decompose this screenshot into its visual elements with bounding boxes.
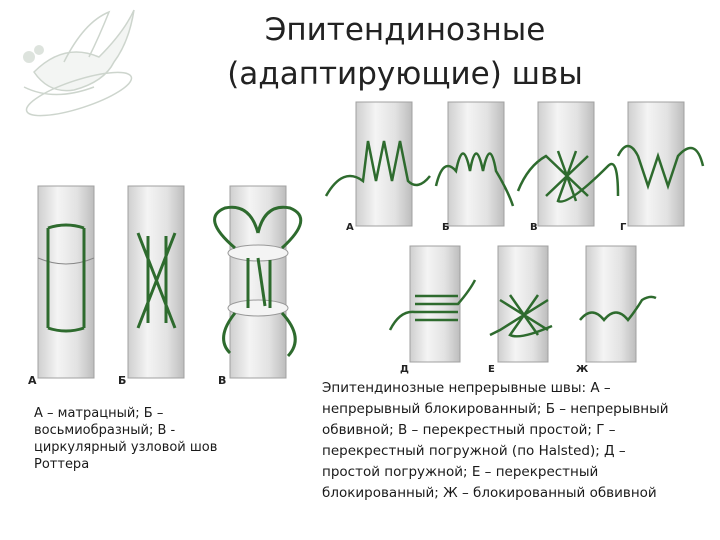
right-bottom-suture-figure: Д Е Ж (380, 240, 660, 376)
left-figure-label-a: А (28, 374, 37, 387)
right-top-label-c: В (530, 222, 538, 233)
left-figure-label-c: В (218, 374, 226, 387)
left-figure-label-b: Б (118, 374, 126, 387)
right-bottom-label-zh: Ж (576, 364, 589, 375)
left-suture-figure: А Б В (20, 178, 320, 390)
right-bottom-label-d: Д (400, 364, 409, 375)
slide-title: Эпитендинозные (адаптирующие) швы (160, 8, 650, 96)
dove-logo-icon (4, 2, 154, 122)
right-caption: Эпитендинозные непрерывные швы: А – непр… (322, 378, 714, 504)
left-caption: А – матрацный; Б – восьмиобразный; В - ц… (34, 405, 264, 473)
right-top-label-b: Б (442, 222, 450, 233)
right-top-label-a: А (346, 222, 354, 233)
right-top-suture-figure: А Б В Г (318, 96, 718, 236)
right-bottom-label-e: Е (488, 364, 495, 375)
right-top-label-d: Г (620, 222, 627, 233)
